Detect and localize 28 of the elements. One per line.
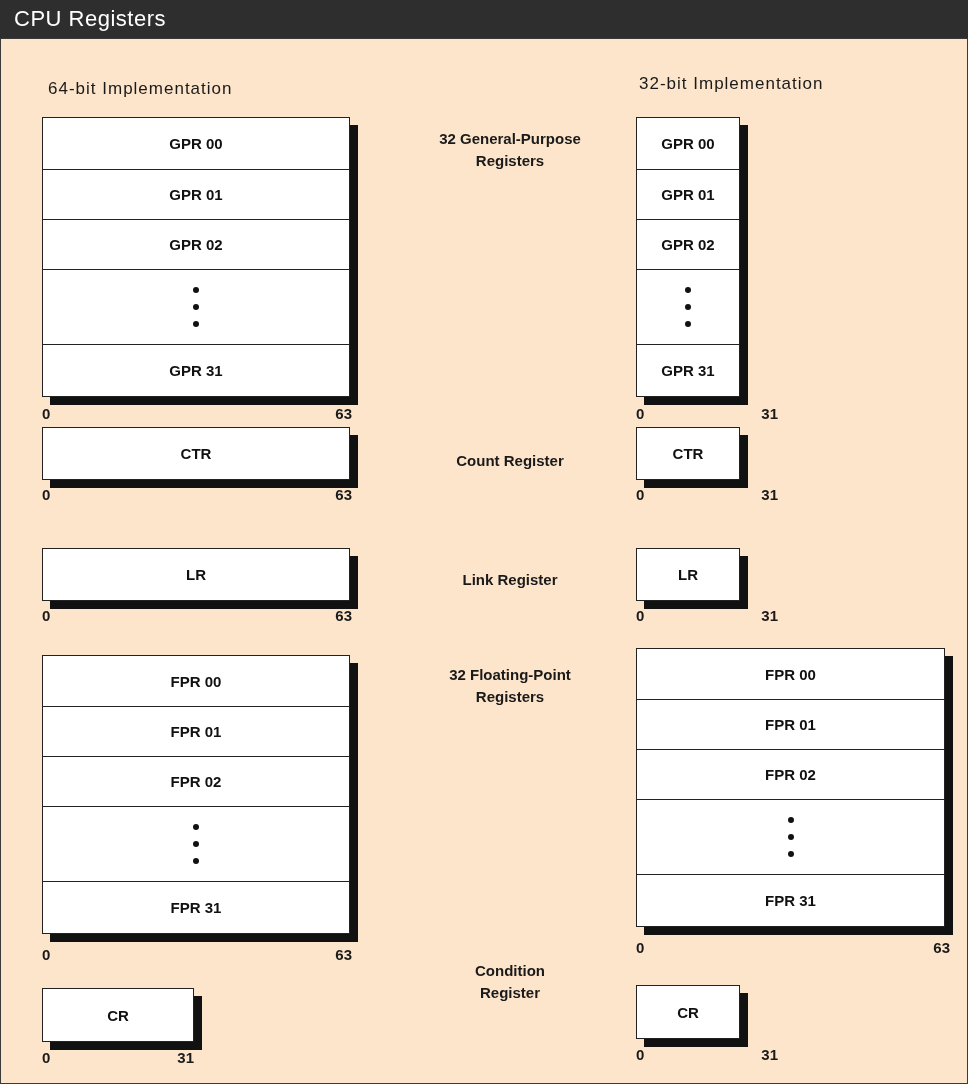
bit-number: 31	[760, 405, 778, 423]
register-name: 32 General-Purpose Registers	[438, 129, 582, 171]
bit-number: 31	[760, 1046, 778, 1064]
bit-number: 0	[42, 607, 52, 625]
bit-number: 0	[636, 486, 646, 504]
column-heading: 32-bit Implementation	[639, 75, 825, 93]
bit-number: 31	[760, 486, 778, 504]
column-heading: 64-bit Implementation	[48, 80, 234, 98]
bit-number: 0	[42, 405, 52, 423]
bit-number: 63	[334, 405, 352, 423]
bit-number: 0	[636, 405, 646, 423]
bit-number: 63	[334, 946, 352, 964]
register-name: Condition Register	[474, 961, 546, 1003]
register-name: 32 Floating-Point Registers	[448, 665, 572, 707]
register-name: Count Register	[455, 451, 565, 471]
bit-number: 31	[176, 1049, 194, 1067]
register-name: Link Register	[461, 570, 559, 590]
bit-number: 0	[636, 607, 646, 625]
title-bar: CPU Registers	[0, 0, 968, 38]
bit-number: 63	[334, 486, 352, 504]
bit-number: 0	[636, 1046, 646, 1064]
bit-number: 0	[636, 939, 646, 957]
bit-number: 63	[334, 607, 352, 625]
bit-number: 31	[760, 607, 778, 625]
bit-number: 0	[42, 486, 52, 504]
bit-number: 0	[42, 1049, 52, 1067]
bit-number: 63	[932, 939, 950, 957]
bit-number: 0	[42, 946, 52, 964]
